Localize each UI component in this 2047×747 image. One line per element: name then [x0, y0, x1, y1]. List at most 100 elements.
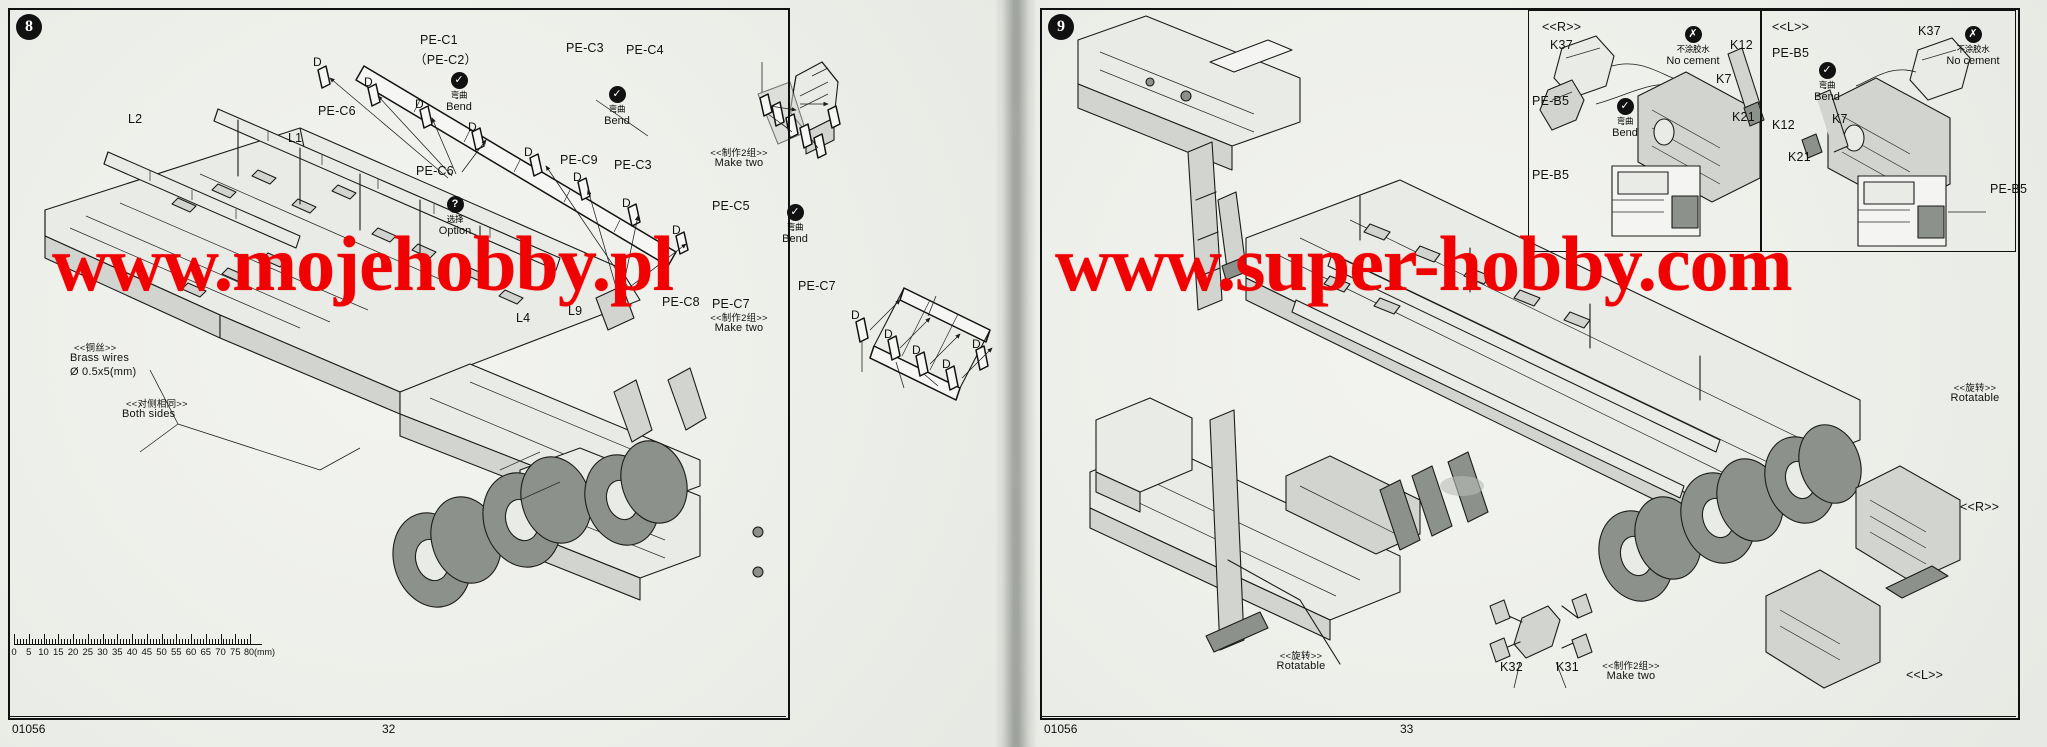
ruler-tick	[117, 634, 119, 644]
ruler-tick	[78, 639, 80, 644]
ruler-tick	[208, 639, 210, 644]
rotatable-en-2: Rotatable	[1950, 392, 2000, 404]
step-number-8: 8	[16, 14, 42, 40]
no-cement-label-cn: 不涂胶水	[1956, 45, 1990, 55]
ruler-tick	[247, 639, 249, 644]
part-label-d-10: D	[912, 343, 921, 357]
part-label-d-8: D	[851, 308, 860, 322]
ruler-tick	[22, 639, 24, 644]
ruler-tick	[84, 639, 86, 644]
bend-icon: ✓	[608, 86, 626, 103]
option-label-cn: 选择	[446, 215, 464, 225]
ruler-tick	[105, 639, 107, 644]
ruler-tick	[205, 634, 207, 644]
ruler-tick	[191, 634, 192, 644]
ruler-tick	[52, 639, 54, 644]
bend-label-cn: 弯曲	[1818, 81, 1836, 91]
footer-divider-right	[1040, 716, 2016, 717]
part-label-d-5: D	[573, 170, 582, 184]
part-label-l1: L1	[288, 131, 303, 145]
ruler-tick	[90, 639, 92, 644]
ruler-tick	[14, 634, 15, 644]
ruler-tick-label: 25	[82, 647, 94, 658]
ruler-tick	[16, 639, 18, 644]
ruler-tick	[152, 639, 154, 644]
symbol-no-cement-right: ✗ 不涂胶水 No cement	[1648, 26, 1738, 67]
make-two-en-c7: Make two	[714, 322, 764, 334]
ruler-tick	[93, 639, 95, 644]
ruler-tick	[46, 639, 48, 644]
ruler-tick	[241, 639, 243, 644]
ruler-tick	[70, 639, 72, 644]
make-two-en-c3: Make two	[714, 157, 764, 169]
ruler-tick	[185, 639, 187, 644]
part-label-d-4: D	[524, 145, 533, 159]
part-label-pe-c7-b: PE-C7	[712, 297, 750, 311]
ruler-tick	[61, 639, 63, 644]
ruler-tick	[67, 639, 69, 644]
ruler-tick	[75, 639, 77, 644]
bend-label-cn: 弯曲	[608, 105, 626, 115]
step-number-9: 9	[1048, 14, 1074, 40]
panel-frame-step-9	[1040, 8, 2020, 720]
ruler-tick	[64, 639, 66, 644]
ruler-unit-label: 80(mm)	[244, 647, 275, 657]
detail-right-k21: K21	[1732, 110, 1755, 124]
ruler-tick	[55, 639, 57, 644]
ruler-tick	[211, 639, 213, 644]
ruler-tick	[96, 639, 98, 644]
ruler-tick	[73, 634, 74, 644]
ruler-tick	[126, 639, 128, 644]
ruler-tick	[155, 639, 157, 644]
detail-left-k12: K12	[1772, 118, 1795, 132]
ruler-tick	[202, 639, 204, 644]
part-label-pe-c2: （PE-C2）	[414, 53, 478, 67]
part-label-pe-c4: PE-C4	[626, 43, 664, 57]
option-icon: ?	[446, 196, 464, 213]
part-label-d-6: D	[622, 196, 631, 210]
ruler-tick	[182, 639, 184, 644]
bend-icon: ✓	[786, 204, 804, 221]
part-label-d-3: D	[468, 120, 477, 134]
detail-left-peb5-a: PE-B5	[1772, 46, 1810, 60]
ruler-tick	[146, 634, 148, 644]
ruler-tick	[111, 639, 113, 644]
watermark-mojehobby: www.mojehobby.pl	[52, 220, 674, 307]
ruler-tick	[81, 639, 83, 644]
detail-left-title: <<L>>	[1772, 20, 1810, 34]
rotatable-cn-2: <<旋转>>	[1953, 383, 1997, 394]
ruler-tick-label: 5	[26, 647, 32, 658]
ruler-tick	[226, 639, 228, 644]
ruler-tick	[137, 639, 139, 644]
symbol-option: ? 选择 Option	[420, 196, 490, 237]
detail-right-peb5-a: PE-B5	[1532, 94, 1570, 108]
make-two-en-step9: Make two	[1606, 670, 1656, 682]
part-label-l9: L9	[568, 304, 583, 318]
bend-label-cn: 弯曲	[1616, 117, 1634, 127]
symbol-bend-pe-c1: ✓ 弯曲 Bend	[424, 72, 494, 113]
panel-frame-step-8	[8, 8, 790, 720]
ruler-tick	[199, 639, 201, 644]
ruler-tick-label: 0	[11, 647, 17, 658]
bend-icon: ✓	[1818, 62, 1836, 79]
make-two-cn-c7: <<制作2组>>	[710, 313, 768, 324]
ruler-tick	[238, 639, 240, 644]
ruler-tick	[134, 639, 136, 644]
detail-left-peb5-b: PE-B5	[1990, 182, 2028, 196]
part-label-pe-c7-a: PE-C7	[798, 279, 836, 293]
no-cement-label-cn: 不涂胶水	[1676, 45, 1710, 55]
ruler-tick	[217, 639, 219, 644]
ruler-tick-label: 65	[200, 647, 212, 658]
option-label-en: Option	[438, 225, 472, 237]
ruler-tick-label: 15	[52, 647, 64, 658]
bend-label-en: Bend	[1612, 127, 1638, 139]
make-two-cn-c3: <<制作2组>>	[710, 148, 768, 159]
ruler-tick-label: 30	[97, 647, 108, 658]
symbol-bend-detail-left: ✓ 弯曲 Bend	[1792, 62, 1862, 103]
no-cement-icon: ✗	[1964, 26, 1982, 43]
bend-label-en: Bend	[782, 233, 808, 245]
book-gutter-shadow	[995, 0, 1037, 747]
part-label-l4: L4	[516, 311, 531, 325]
footer-divider-left	[8, 716, 786, 717]
